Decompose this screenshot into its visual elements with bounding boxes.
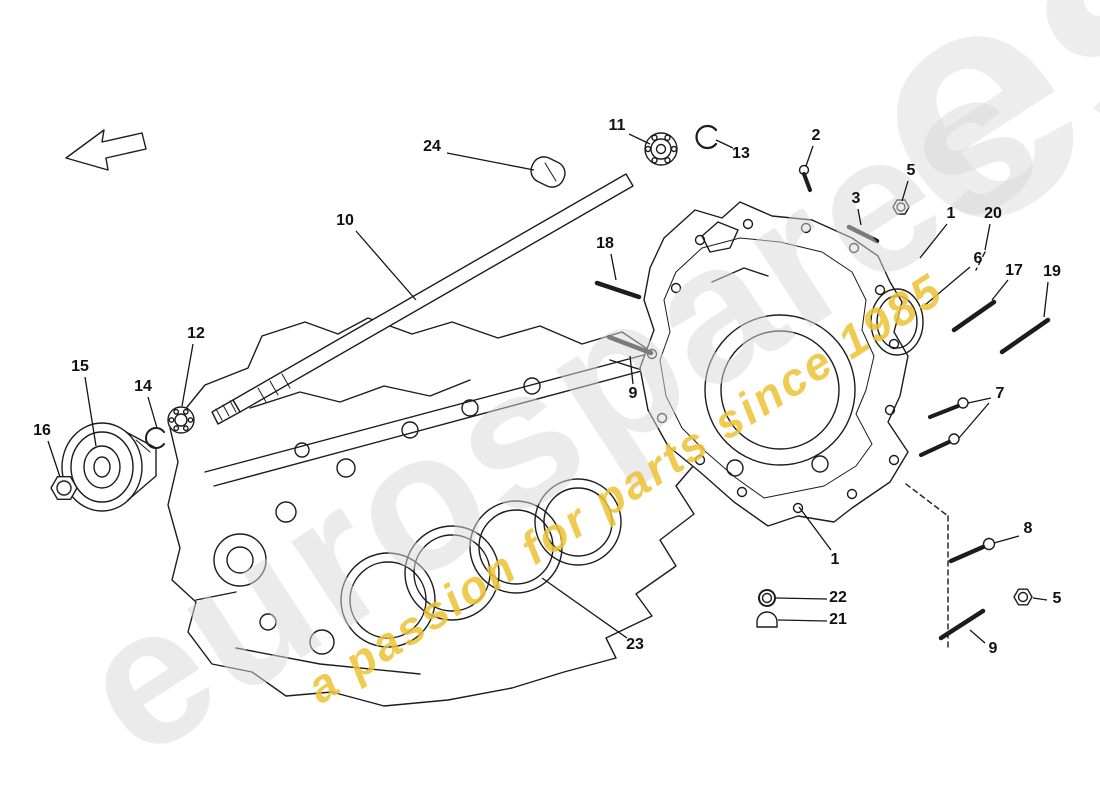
leader-line: [629, 355, 634, 385]
leader-line: [775, 597, 828, 600]
part-11-bearing: [644, 132, 678, 166]
part-23-engine-block: [167, 317, 701, 707]
leader-line: [628, 133, 651, 145]
part-callout-1[interactable]: 1: [946, 205, 956, 222]
part-callout-7[interactable]: 7: [995, 385, 1005, 402]
part-callout-15[interactable]: 15: [71, 358, 89, 375]
part-callout-1[interactable]: 1: [830, 551, 840, 568]
leader-line: [1043, 281, 1049, 318]
part-callout-22[interactable]: 22: [829, 589, 847, 606]
part-12-bearing: [167, 406, 195, 434]
leader-line: [984, 223, 991, 251]
leader-line: [1032, 597, 1048, 601]
part-18-stud: [594, 280, 642, 300]
leader-line: [84, 376, 97, 447]
part-callout-10[interactable]: 10: [336, 212, 354, 229]
leader-line: [777, 619, 828, 622]
assembly-guide-dashed-lines: [905, 251, 986, 649]
part-callout-14[interactable]: 14: [134, 378, 152, 395]
part-5-nut-top: [892, 199, 910, 215]
leader-line: [541, 577, 628, 639]
part-1-axle-drive-cover: [639, 201, 909, 527]
part-6-seal-ring: [870, 288, 924, 356]
leader-line: [993, 535, 1020, 544]
part-8-bolt: [948, 537, 996, 564]
part-21-plug: [756, 611, 778, 628]
leader-line: [969, 629, 986, 644]
part-7-bolts: [919, 397, 969, 457]
leader-line: [958, 402, 990, 439]
part-3-stud: [846, 224, 880, 244]
part-callout-9[interactable]: 9: [988, 640, 998, 657]
part-callout-17[interactable]: 17: [1005, 262, 1023, 279]
leader-line: [798, 506, 832, 551]
leader-line: [47, 440, 61, 478]
part-14-snap-ring: [145, 427, 165, 449]
part-16-nut: [50, 476, 78, 500]
part-callout-8[interactable]: 8: [1023, 520, 1033, 537]
part-callout-18[interactable]: 18: [596, 235, 614, 252]
leader-line: [924, 266, 971, 306]
leader-line: [181, 343, 194, 407]
leader-line: [901, 180, 909, 202]
leader-line: [446, 152, 535, 171]
leader-line: [147, 396, 158, 429]
leader-line: [857, 208, 862, 226]
leader-line: [610, 253, 617, 281]
part-callout-9[interactable]: 9: [628, 385, 638, 402]
part-2-bolt: [798, 164, 812, 192]
leader-line: [967, 397, 992, 404]
leader-line: [715, 139, 734, 149]
part-callout-11[interactable]: 11: [608, 117, 626, 134]
part-10-drive-shaft: [211, 173, 634, 425]
part-22-o-ring: [758, 589, 776, 607]
part-callout-21[interactable]: 21: [829, 611, 847, 628]
part-callout-13[interactable]: 13: [732, 145, 750, 162]
part-24-cap: [530, 156, 566, 188]
part-callout-3[interactable]: 3: [851, 190, 861, 207]
part-callout-24[interactable]: 24: [423, 138, 441, 155]
part-callout-5[interactable]: 5: [1052, 590, 1062, 607]
part-callout-5[interactable]: 5: [906, 162, 916, 179]
leader-line: [919, 223, 948, 259]
direction-arrow-icon: [65, 129, 147, 171]
part-5-nut-bottom: [1013, 588, 1033, 606]
part-callout-2[interactable]: 2: [811, 127, 821, 144]
part-callout-12[interactable]: 12: [187, 325, 205, 342]
part-callout-23[interactable]: 23: [626, 636, 644, 653]
part-callout-20[interactable]: 20: [984, 205, 1002, 222]
part-19-stud: [999, 317, 1051, 355]
part-callout-16[interactable]: 16: [33, 422, 51, 439]
part-17-stud: [951, 299, 997, 333]
leader-line: [355, 230, 417, 301]
part-13-snap-ring: [695, 124, 718, 150]
leader-line: [805, 145, 814, 167]
leader-line: [991, 279, 1009, 301]
part-callout-19[interactable]: 19: [1043, 263, 1061, 280]
part-callout-6[interactable]: 6: [973, 250, 983, 267]
part-15-output-flange: [61, 422, 157, 512]
part-9-stud-top: [606, 334, 654, 356]
